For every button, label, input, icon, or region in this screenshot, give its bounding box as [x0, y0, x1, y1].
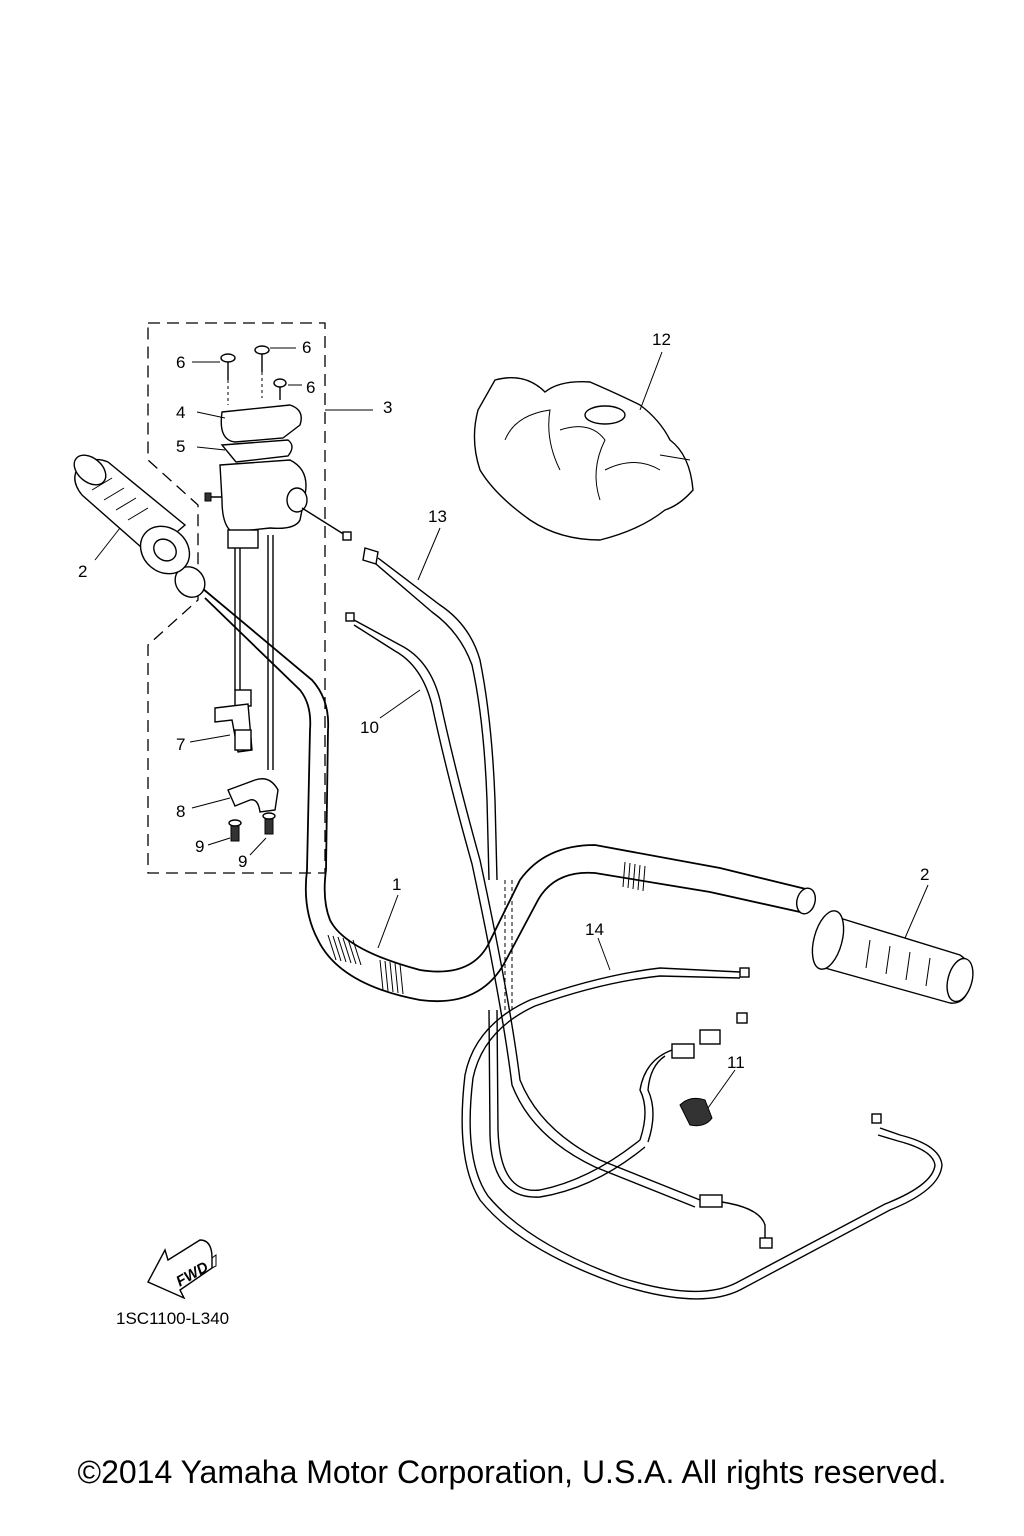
leader-9b	[249, 837, 267, 856]
callout-10: 10	[360, 718, 379, 737]
callout-6b: 6	[302, 338, 311, 357]
callout-1: 1	[392, 875, 401, 894]
callout-11: 11	[727, 1053, 745, 1072]
leader-11	[707, 1069, 736, 1109]
callout-2-left: 2	[78, 562, 87, 581]
copyright-notice: ©2014 Yamaha Motor Corporation, U.S.A. A…	[77, 1454, 947, 1490]
handlebar	[174, 566, 817, 1003]
fwd-arrow: FWD	[147, 1239, 217, 1300]
subassembly-boundary	[147, 322, 326, 874]
leader-8	[191, 797, 231, 809]
cable-fitting	[639, 1012, 748, 1143]
callout-6c: 6	[306, 378, 315, 397]
leader-14	[597, 937, 611, 971]
callout-5: 5	[176, 437, 185, 456]
cable-10	[345, 612, 773, 1249]
callout-9a: 9	[195, 837, 204, 856]
clamp-8	[227, 778, 279, 813]
leader-9a	[207, 837, 231, 846]
callout-13: 13	[428, 507, 447, 526]
leader-13	[417, 527, 441, 581]
leader-2-right	[904, 884, 929, 939]
callout-4: 4	[176, 403, 185, 422]
leader-5	[196, 446, 226, 451]
throttle-lever	[214, 535, 274, 770]
screws-9	[228, 812, 276, 842]
callout-12: 12	[652, 330, 671, 349]
leader-4	[196, 411, 226, 419]
leader-7	[189, 734, 231, 743]
screws-6	[220, 345, 287, 405]
leader-10	[379, 689, 421, 719]
grip-right	[811, 910, 974, 1004]
cable-13	[301, 507, 646, 1198]
diagram-code: 1SC1100-L340	[116, 1309, 229, 1328]
handlebar-pad-12	[473, 377, 694, 541]
switch-housing	[204, 404, 308, 549]
cable-14	[461, 967, 943, 1300]
callout-8: 8	[176, 802, 185, 821]
clip-11	[679, 1097, 713, 1127]
leader-2-left	[94, 527, 121, 561]
callout-3: 3	[383, 398, 392, 417]
callout-7: 7	[176, 735, 185, 754]
callout-6a: 6	[176, 353, 185, 372]
leader-12	[639, 351, 663, 411]
grip-left	[73, 454, 191, 575]
callout-14: 14	[585, 920, 604, 939]
leader-1	[377, 894, 399, 949]
callout-9b: 9	[238, 852, 247, 871]
callout-2-right: 2	[920, 865, 929, 884]
